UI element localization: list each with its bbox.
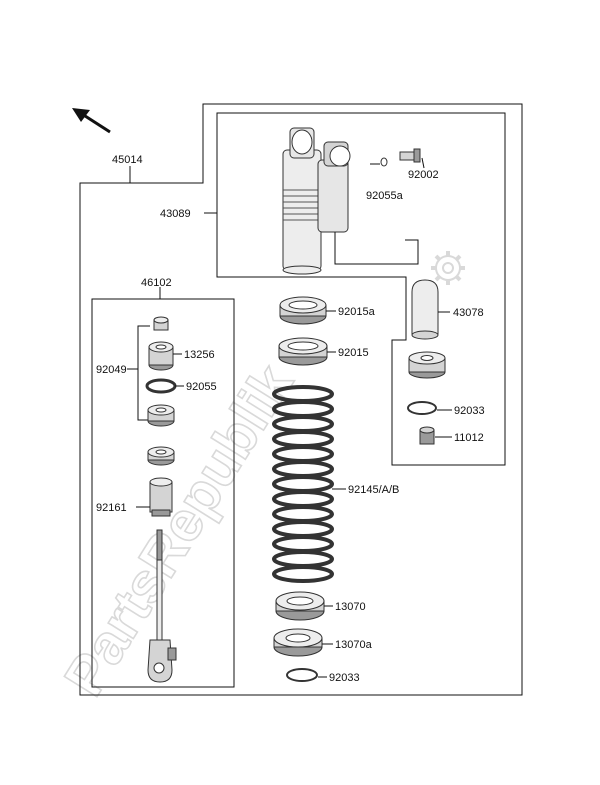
rod-stopper-92161 (149, 477, 173, 517)
piston-rod (147, 529, 177, 683)
circlip-92033-lower (286, 668, 318, 682)
seal (147, 404, 175, 427)
label-46102: 46102 (141, 277, 172, 289)
label-92015a: 92015a (338, 306, 376, 318)
nut-top (153, 316, 169, 331)
cap-43078 (411, 279, 439, 340)
circlip-92033-upper (407, 401, 437, 415)
bushing-13256 (148, 341, 174, 371)
bearing-11012 (419, 426, 435, 445)
label-43078: 43078 (453, 307, 484, 319)
oring-92055 (145, 378, 177, 394)
gear-icon (431, 251, 465, 285)
bump-stop (408, 351, 446, 379)
washer-piston (147, 446, 175, 466)
label-92015: 92015 (338, 347, 369, 359)
watermark: PartsRepublik (51, 352, 306, 707)
label-45014: 45014 (112, 154, 143, 166)
label-43089: 43089 (160, 208, 191, 220)
label-92033-upper: 92033 (454, 405, 485, 417)
label-13256: 13256 (184, 349, 215, 361)
lock-nut-92015 (278, 337, 328, 366)
label-92049: 92049 (96, 364, 127, 376)
assembly-frame (79, 103, 523, 696)
label-92055: 92055 (186, 381, 217, 393)
label-92161: 92161 (96, 502, 127, 514)
watermark-text: PartsRepublik (52, 353, 305, 706)
label-92055a: 92055a (366, 190, 404, 202)
label-92002: 92002 (408, 169, 439, 181)
adjuster-nut-92015a (279, 296, 327, 325)
reservoir-frame (216, 112, 506, 466)
spring-92145 (272, 385, 334, 583)
label-13070a: 13070a (335, 639, 373, 651)
label-11012: 11012 (454, 432, 484, 444)
shock-body (282, 127, 419, 275)
label-13070: 13070 (335, 601, 366, 613)
label-92033-lower: 92033 (329, 672, 360, 684)
arrow-up-left-icon (72, 108, 111, 134)
washer-92055a (380, 157, 388, 167)
rod-kit-frame (91, 298, 235, 688)
spring-seat-13070 (275, 591, 325, 621)
bolt-92002 (399, 148, 421, 163)
seal-kit-bracket (137, 325, 150, 421)
spring-seat-13070a (273, 628, 323, 657)
label-92145: 92145/A/B (348, 484, 399, 496)
